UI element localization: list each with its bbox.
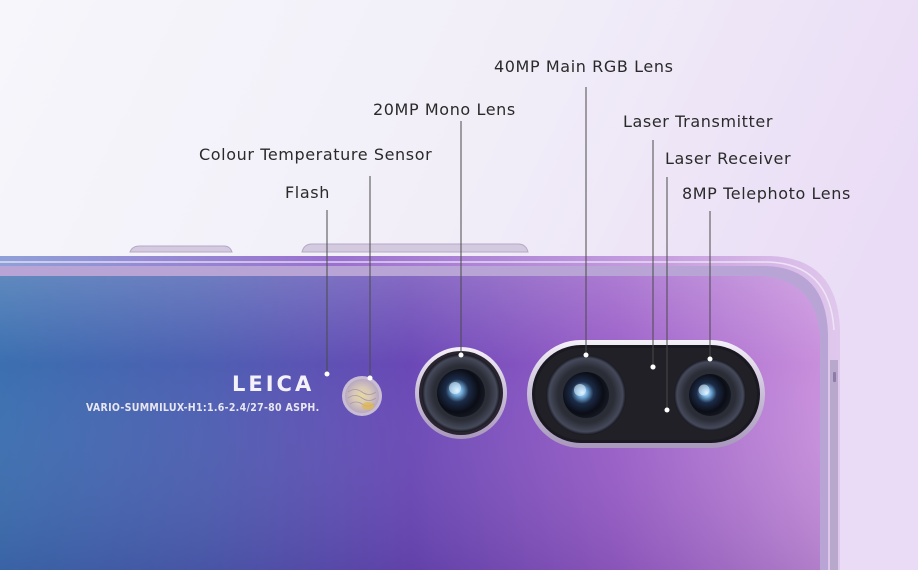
label-flash: Flash: [285, 183, 330, 202]
label-colour-temperature-sensor: Colour Temperature Sensor: [199, 145, 433, 164]
label-mono-lens: 20MP Mono Lens: [373, 100, 516, 119]
label-laser-transmitter: Laser Transmitter: [623, 112, 774, 131]
side-buttons: [129, 243, 529, 253]
label-laser-receiver: Laser Receiver: [665, 149, 792, 168]
callout-lines: [324, 87, 713, 413]
dual-lens-module: [527, 340, 765, 448]
label-main-rgb-lens: 40MP Main RGB Lens: [494, 57, 674, 76]
leica-lens-spec: VARIO-SUMMILUX-H1:1.6-2.4/27-80 ASPH.: [86, 402, 320, 414]
mono-lens-module: [415, 347, 507, 439]
label-telephoto-lens: 8MP Telephoto Lens: [682, 184, 851, 203]
flash-led: [342, 376, 382, 416]
leica-brand-name: LEICA: [232, 372, 315, 396]
